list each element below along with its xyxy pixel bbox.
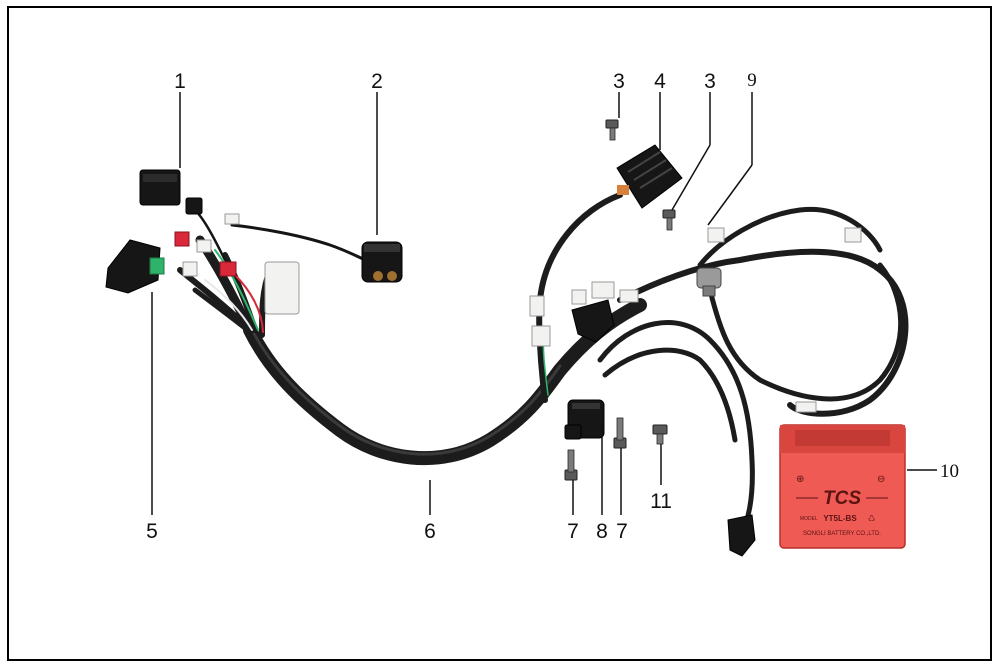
- diagram-frame: [7, 6, 992, 661]
- part-10-battery: ⊕ ⊖ TCS MODEL YT5L-BS ♺ SONGLI BATTERY C…: [779, 424, 906, 549]
- bolt-3-left: [605, 119, 619, 141]
- part-8-ignition-coil: [564, 399, 605, 440]
- part-4-regulator-rectifier: [616, 144, 683, 209]
- callout-6: 6: [424, 520, 436, 543]
- bolt-3-right: [662, 209, 676, 231]
- leader-lines: [151, 92, 937, 515]
- battery-minus-sign: ⊖: [877, 474, 885, 485]
- part-1-relay: [139, 169, 203, 215]
- part-5-cdi-unit: [105, 239, 165, 294]
- callout-10: 10: [940, 461, 959, 482]
- battery-plus-sign: ⊕: [796, 474, 804, 485]
- callout-1: 1: [174, 70, 186, 93]
- battery-maker: SONGLI BATTERY CO.,LTD.: [803, 531, 881, 537]
- harness-connectors: [174, 213, 862, 413]
- bolt-11: [652, 424, 668, 445]
- callout-8: 8: [596, 520, 608, 543]
- callout-4: 4: [654, 70, 666, 93]
- callout-3-right: 3: [704, 70, 716, 93]
- battery-recycle-icon: ♺: [868, 514, 875, 523]
- main-wiring-harness: [177, 192, 909, 543]
- battery-model-prefix: MODEL: [800, 516, 818, 522]
- callout-11: 11: [650, 490, 672, 513]
- part-9-neutral-switch: [696, 267, 722, 297]
- callout-9: 9: [747, 70, 757, 91]
- bolt-7-left: [564, 449, 578, 481]
- part-2-starter-relay: [361, 241, 403, 283]
- callout-3-left: 3: [613, 70, 625, 93]
- callout-7-right: 7: [616, 520, 628, 543]
- spark-plug-cap: [727, 514, 756, 557]
- callout-numbers: 1 2 3 4 3 9 5 6 7 8 7 11 10: [146, 70, 959, 543]
- callout-5: 5: [146, 520, 158, 543]
- bolt-7-right: [613, 417, 627, 449]
- callout-2: 2: [371, 70, 383, 93]
- callout-7-left: 7: [567, 520, 579, 543]
- battery-model: YT5L-BS: [823, 514, 857, 523]
- battery-brand: TCS: [823, 488, 861, 509]
